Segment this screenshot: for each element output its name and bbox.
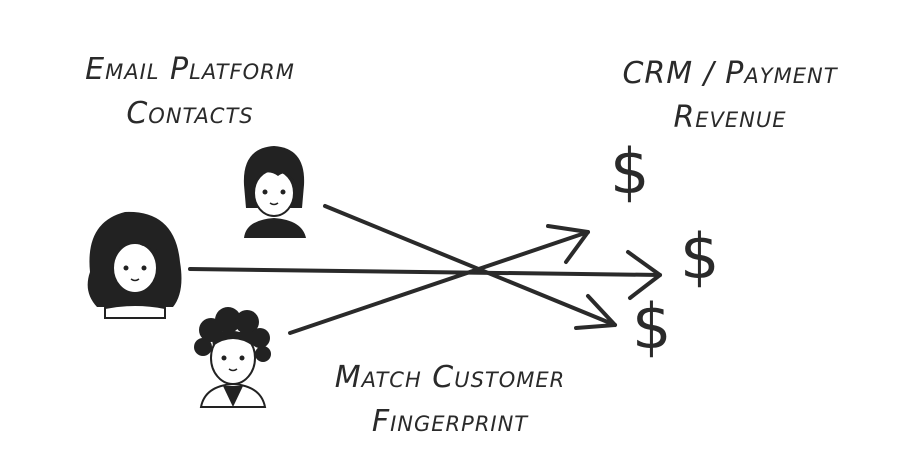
contact-avatar-wavy-hair-icon: [87, 211, 182, 319]
arrow-bottom-contact-to-top-revenue: [288, 224, 590, 335]
right-heading: CRM / Payment Revenue: [590, 52, 870, 140]
left-heading-line1: Email Platform: [85, 52, 295, 87]
left-heading: Email Platform Contacts: [40, 48, 340, 136]
center-caption: Match Customer Fingerprint: [300, 356, 600, 444]
arrow-top-contact-to-bottom-revenue: [323, 204, 617, 330]
contact-avatar-curly-hair-icon: [194, 307, 271, 408]
dollar-icon-bottom: $: [632, 290, 673, 363]
arrow-middle-contact-to-middle-revenue: [188, 250, 662, 300]
caption-line2: Fingerprint: [371, 404, 529, 439]
caption-line1: Match Customer: [334, 360, 566, 395]
contact-avatar-short-hair-icon: [243, 146, 306, 238]
dollar-icon-top: $: [610, 135, 651, 208]
right-heading-line2: Revenue: [673, 100, 787, 135]
left-heading-line2: Contacts: [126, 96, 254, 131]
right-heading-line1: CRM / Payment: [622, 56, 838, 91]
dollar-icon-middle: $: [680, 220, 721, 293]
